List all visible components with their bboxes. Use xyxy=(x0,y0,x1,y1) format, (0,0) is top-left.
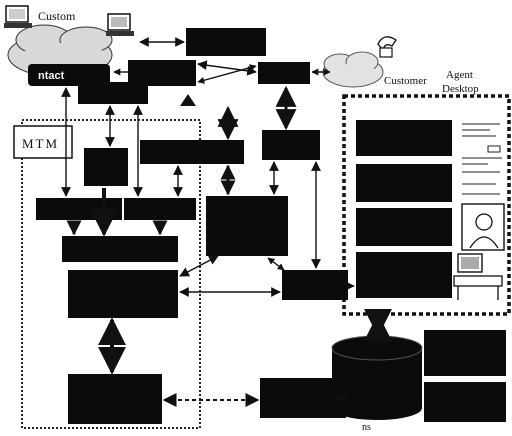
telephone-icon xyxy=(378,37,396,57)
left-large-block xyxy=(68,270,178,318)
agent-panel-4 xyxy=(356,252,452,298)
core-switch-block xyxy=(84,148,128,186)
center-square-block xyxy=(206,196,288,256)
agent-panel-1 xyxy=(356,120,452,156)
center-lower-block xyxy=(282,270,348,300)
triangle-marker xyxy=(180,94,196,106)
desk-computer-icon xyxy=(454,254,502,300)
agent-person-icon xyxy=(462,204,504,250)
db-side-block-bottom xyxy=(424,382,506,422)
db-side-block-top xyxy=(424,330,506,376)
contact-fragment-label: ntact xyxy=(38,70,65,82)
bus-block-right xyxy=(124,198,196,220)
agent-panel-3 xyxy=(356,208,452,246)
database-cylinder xyxy=(332,336,422,420)
desktop-label: Desktop xyxy=(442,83,479,95)
screen-form-thumbnail xyxy=(462,124,502,194)
bus-block-left xyxy=(36,198,122,220)
upper-left-block xyxy=(78,82,148,104)
left-bottom-block xyxy=(68,374,162,424)
customer-cloud-right xyxy=(323,52,383,87)
left-wide-block xyxy=(62,236,178,262)
customer-desktop-label: Customer xyxy=(384,75,427,87)
mtm-label: MTM xyxy=(22,136,59,151)
agent-panel-2 xyxy=(356,164,452,202)
ns-label: ns xyxy=(362,422,371,433)
customer-top-label: Custom xyxy=(38,9,76,23)
mid-right-top-block xyxy=(262,130,320,160)
top-center-block xyxy=(186,28,266,56)
upper-mid-block xyxy=(140,140,244,164)
agent-label: Agent xyxy=(446,69,473,81)
top-right-block xyxy=(258,62,310,84)
